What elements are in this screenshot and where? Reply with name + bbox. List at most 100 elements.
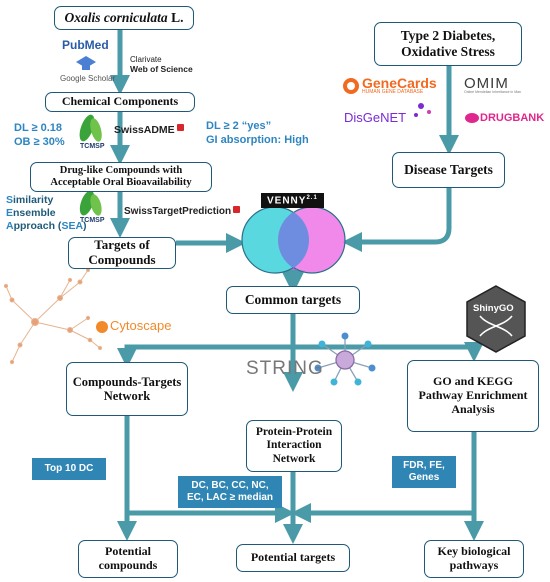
oxalis-genus: Oxalis corniculata [64,10,168,26]
median-line1: DC, BC, CC, NC, [191,479,269,491]
go-line2: Pathway Enrichment [418,388,528,403]
drugbank-logo: DRUGBANK [480,112,544,124]
venn-diagram [241,206,346,274]
ct-line1: Compounds-Targets [72,374,182,389]
dl-note: DL ≥ 0.18 [14,122,63,134]
fdr-tag: FDR, FE, Genes [392,456,456,488]
venny-logo: VENNY2.1 [261,193,324,209]
wos-logo: Clarivate Web of Science [130,55,193,74]
swissadme-label: SwissADME [114,124,184,136]
drugbank-text: DRUGBANK [480,112,545,124]
swisstarget-text: SwissTargetPrediction [124,206,232,217]
venn-overlap [277,212,310,268]
sea-e: E [6,207,14,220]
omim-logo: OMIM Online Mendelian Inheritance in Man [464,76,521,95]
key-pathways-box: Key biological pathways [424,540,524,578]
chemical-components-box: Chemical Components [45,92,195,112]
google-scholar-icon [76,56,96,70]
targets-of-compounds-box: Targets of Compounds [68,237,176,269]
disgenet-text: DisGeNET [344,110,407,125]
kp-line1: Key biological [437,544,511,559]
cytoscape-icon [96,320,108,333]
dl-yes-note: DL ≥ 2 “yes” [206,120,272,132]
potential-targets-label: Potential targets [250,550,336,565]
sea-abbr: SEA [61,220,84,233]
disgenet-dots-icon [414,103,431,117]
t2d-box: Type 2 Diabetes, Oxidative Stress [374,22,522,66]
chemical-label-a: Chemical [61,94,114,109]
sea-s: S [6,194,14,206]
t2d-line2: Oxidative Stress [401,44,495,59]
scholar-logo: Google Scholar [60,74,115,83]
top10-tag: Top 10 DC [32,458,106,480]
drugbank-icon [465,113,479,123]
go-kegg-box: GO and KEGG Pathway Enrichment Analysis [407,360,539,432]
cytoscape-logo: Cytoscape [96,318,171,333]
gi-note: GI absorption: High [206,133,309,146]
sea-close: ) [83,220,87,233]
ppi-line2: Interaction [266,439,322,452]
tcmsp-leaf-icon-1 [79,114,102,142]
oxalis-box: Oxalis corniculata L. [54,6,194,30]
cytoscape-text: Cytoscape [110,318,172,333]
sea-note: Similarity Ensemble Approach (SEA) [6,194,87,233]
arrow-common-to-ctnetwork [117,344,293,368]
genecards-icon [343,78,359,94]
go-line3: Analysis [451,401,495,416]
pubmed-text: PubMed [62,38,109,52]
targets-line1: Targets of [94,237,150,253]
swissadme-mark-icon [176,124,184,131]
swisstarget-label: SwissTargetPrediction [124,206,241,217]
druglike-line1: Drug-like Compounds with [59,164,183,176]
cytoscape-network-graphic [3,268,102,365]
common-targets-label: Common targets [244,292,342,308]
pc-line1: Potential [105,544,151,559]
pc-line2: compounds [98,558,158,572]
go-line1: GO and KEGG [432,374,514,389]
sea-e-rest: nsemble [13,207,56,220]
swisstarget-mark-icon [233,206,241,213]
tcmsp-leaf-icon-2 [79,190,102,216]
scholar-text: Google Scholar [60,74,116,83]
ct-network-box: Compounds-Targets Network [66,362,188,416]
omim-sub: Online Mendelian Inheritance in Man [464,90,522,94]
arrow-common-to-go [293,342,484,362]
ppi-box: Protein-Protein Interaction Network [246,420,342,472]
genecards-logo: GeneCards HUMAN GENE DATABASE [362,76,437,95]
wos-text: Web of Science [130,63,193,74]
shinygo-hexagon-icon [466,285,526,353]
tcmsp-text-1: TCMSP [80,143,105,150]
tcmsp-label-2: TCMSP [80,217,105,224]
ppi-line1: Protein-Protein [255,426,333,439]
adme-criteria-note: DL ≥ 2 “yes” GI absorption: High [206,120,309,148]
omim-text: OMIM [464,75,509,92]
targets-line2: Compounds [88,252,156,267]
oxalis-author: L. [171,10,184,26]
tcmsp-text-2: TCMSP [80,217,105,224]
swissadme-text: SwissADME [114,124,175,136]
venny-version: 2.1 [306,195,318,201]
top10-label: Top 10 DC [44,462,94,474]
pubmed-logo: PubMed [62,38,109,52]
arrow-disease-to-venn [342,188,452,252]
druglike-box: Drug-like Compounds with Acceptable Oral… [30,162,212,192]
fdr-line1: FDR, FE, [403,459,445,471]
common-targets-box: Common targets [226,286,360,314]
disgenet-logo: DisGeNET [344,110,406,125]
kp-line2: pathways [449,558,499,572]
fdr-line2: Genes [408,472,440,483]
druglike-line2: Acceptable Oral Bioavailability [50,177,192,188]
shinygo-text: ShinyGO [473,303,514,314]
sea-a: A [6,220,14,233]
ob-note: OB ≥ 30% [14,135,65,148]
tcmsp-label-1: TCMSP [80,143,105,150]
disease-targets-box: Disease Targets [392,152,505,188]
chemical-label-b: Components [113,94,179,109]
dl-ob-note: DL ≥ 0.18 OB ≥ 30% [14,122,65,150]
sea-a-rest: pproach ( [13,220,62,233]
potential-targets-box: Potential targets [236,544,350,572]
disease-targets-label: Disease Targets [404,162,493,178]
clarivate-text: Clarivate [130,55,162,64]
median-tag: DC, BC, CC, NC, EC, LAC ≥ median [178,476,282,508]
